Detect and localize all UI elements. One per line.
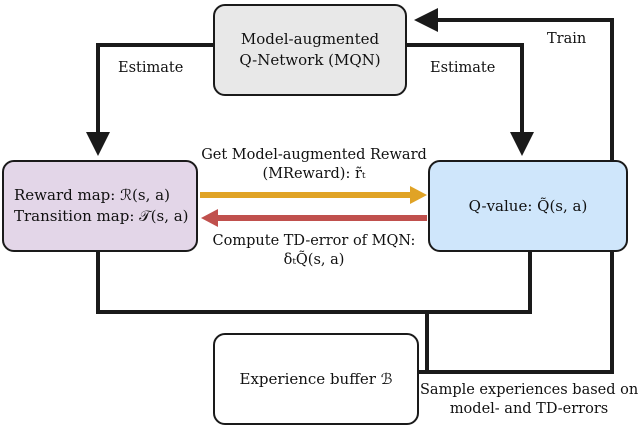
sample-label: Sample experiences based on model- and T…: [420, 381, 638, 419]
mqn-label-line1: Model-augmented: [240, 30, 380, 48]
td-error-label: Compute TD-error of MQN: δₜQ̃(s, a): [200, 232, 428, 270]
mqn-label-line2: Q-Network (MQN): [239, 51, 381, 69]
estimate-left-label: Estimate: [118, 60, 184, 76]
estimate-right-label: Estimate: [430, 60, 496, 76]
mreward-arrow: [200, 186, 427, 204]
qvalue-label: Q-value: Q̃(s, a): [468, 196, 588, 215]
td-error-arrow: [201, 209, 427, 227]
estimate-left-arrow: [86, 43, 213, 156]
td-error-label-line1: Compute TD-error of MQN:: [212, 233, 416, 249]
buffer-label: Experience buffer ℬ: [239, 369, 393, 388]
train-label: Train: [547, 31, 587, 47]
qvalue-node: Q-value: Q̃(s, a): [428, 160, 628, 252]
sample-label-line2: model- and TD-errors: [449, 401, 609, 417]
transition-map-label: Transition map: 𝒯(s, a): [14, 207, 189, 225]
td-error-label-line2: δₜQ̃(s, a): [283, 252, 345, 268]
sample-label-line1: Sample experiences based on: [420, 382, 639, 398]
reward-map-label: Reward map: ℛ(s, a): [14, 186, 170, 204]
buffer-node: Experience buffer ℬ: [213, 333, 419, 425]
mqn-node: Model-augmented Q-Network (MQN): [213, 4, 407, 96]
sample-connector: [96, 252, 532, 372]
mreward-label: Get Model-augmented Reward (MReward): r̃…: [200, 146, 428, 184]
mreward-label-line1: Get Model-augmented Reward: [201, 147, 427, 163]
mreward-label-line2: (MReward): r̃ₜ: [262, 166, 366, 182]
maps-node: Reward map: ℛ(s, a) Transition map: 𝒯(s,…: [2, 160, 198, 252]
estimate-right-arrow: [407, 43, 534, 156]
